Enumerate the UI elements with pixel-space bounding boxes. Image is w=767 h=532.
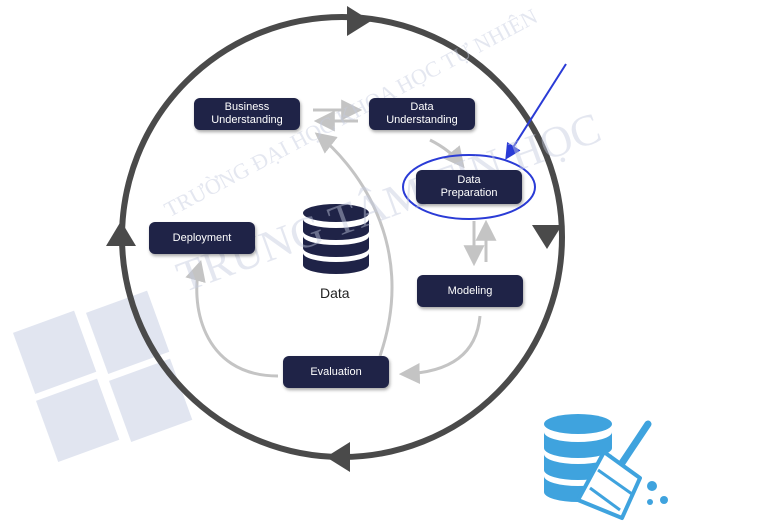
data-cleaning-icon	[544, 414, 668, 520]
node-evaluation: Evaluation	[283, 356, 389, 388]
cycle-arrowhead-top	[347, 6, 371, 36]
cycle-arrowhead-left	[106, 221, 136, 246]
arrow-eval-to-deploy	[185, 259, 279, 378]
node-data-preparation: Data Preparation	[416, 170, 522, 204]
pointer-arrow	[505, 63, 567, 160]
cycle-arrowhead-right	[532, 225, 562, 249]
highlight-ellipse	[402, 154, 536, 220]
arrow-model-to-eval	[398, 315, 482, 385]
node-data-understanding: Data Understanding	[369, 98, 475, 130]
data-label: Data	[320, 285, 350, 301]
broom-icon	[576, 420, 668, 520]
outer-cycle	[106, 6, 565, 472]
arrow-du-to-dp	[429, 138, 465, 169]
node-modeling: Modeling	[417, 275, 523, 307]
database-icon	[303, 204, 369, 274]
highlight-annotation	[402, 63, 567, 220]
watermark-logo	[12, 290, 193, 462]
inner-arrows	[185, 99, 497, 385]
arrow-eval-to-bu	[314, 132, 394, 357]
cycle-arrowhead-bottom	[326, 442, 350, 472]
node-business-understanding: Business Understanding	[194, 98, 300, 130]
node-deployment: Deployment	[149, 222, 255, 254]
